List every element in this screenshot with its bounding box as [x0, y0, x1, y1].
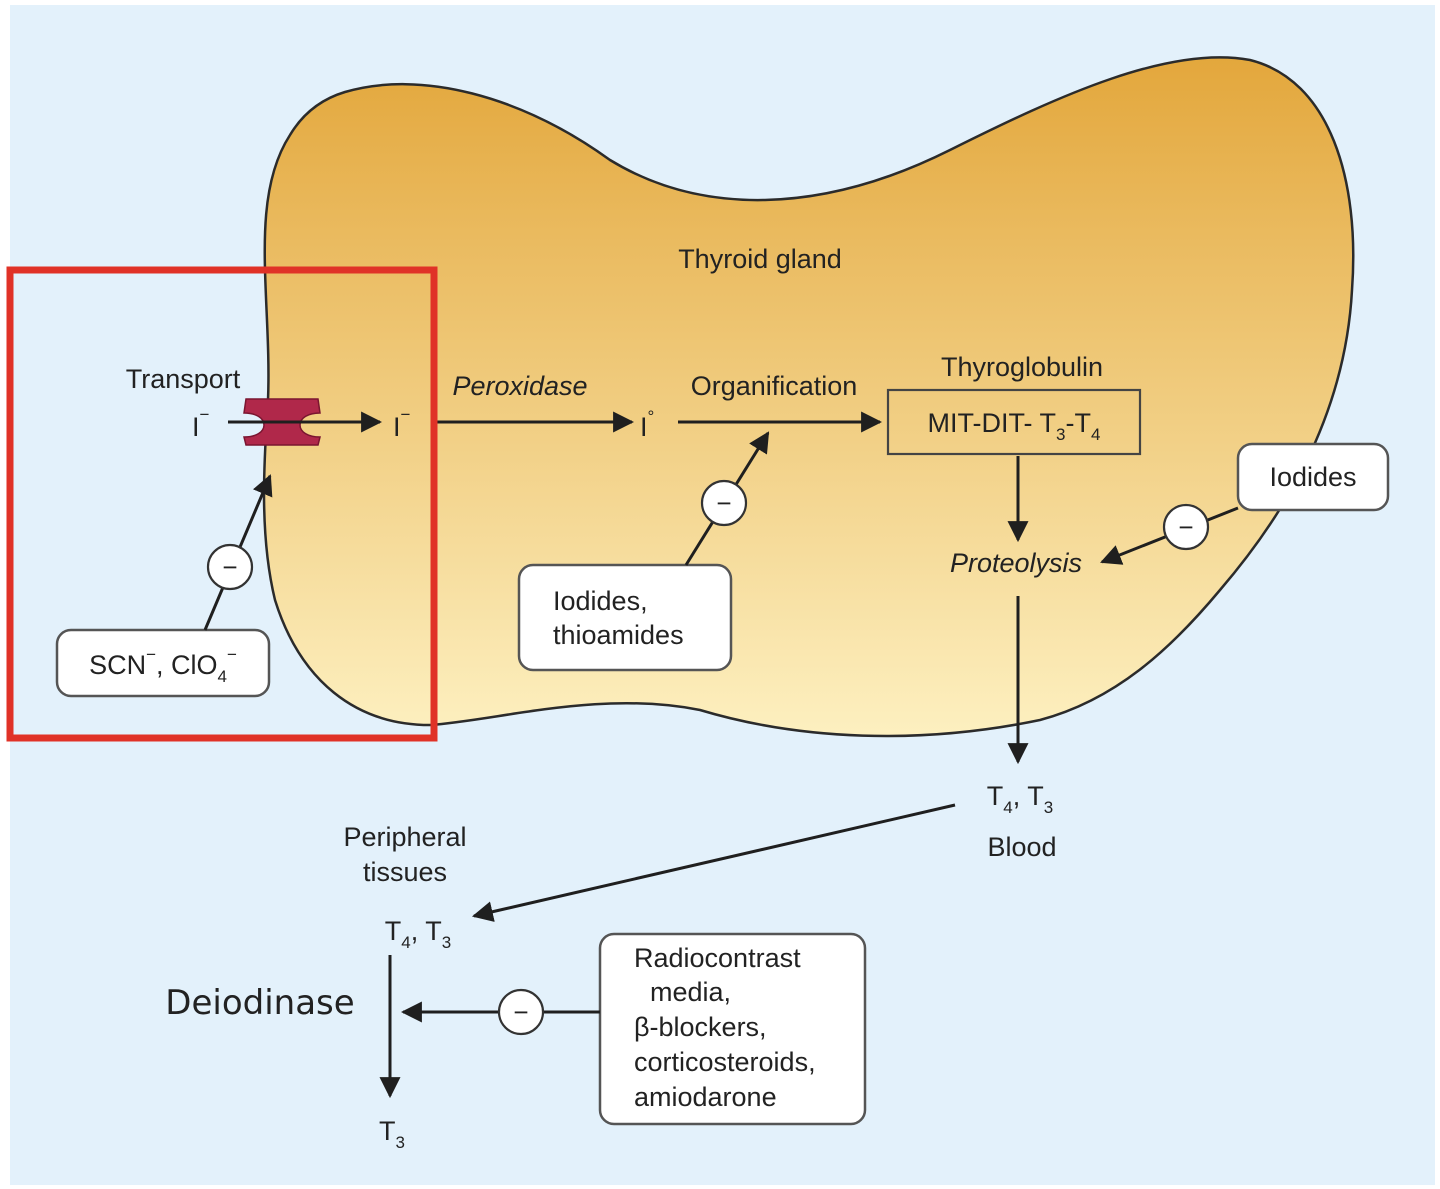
svg-text:−: − — [222, 552, 237, 582]
transport-label: Transport — [126, 364, 241, 394]
iodides-thioamides-line2: thioamides — [553, 620, 684, 650]
peroxidase-label: Peroxidase — [452, 371, 587, 401]
scn-clo4-box — [55, 628, 271, 698]
svg-text:−: − — [1178, 512, 1193, 542]
gland-label: Thyroid gland — [678, 244, 842, 274]
svg-text:−: − — [513, 997, 528, 1027]
radio-line2: media, — [650, 977, 731, 1007]
radio-line3: β-blockers, — [634, 1012, 767, 1042]
peripheral-label-line2: tissues — [363, 857, 447, 887]
thyroglobulin-content: MIT-DIT- T3-T4 — [928, 408, 1101, 444]
blood-label: Blood — [987, 832, 1056, 862]
svg-text:−: − — [716, 488, 731, 518]
iodide-outside: I− — [192, 405, 210, 442]
radio-line1: Radiocontrast — [634, 943, 801, 973]
iodides-thioamides-box — [517, 563, 733, 672]
iodides-box — [1236, 442, 1390, 512]
iodine-label: I° — [640, 407, 654, 442]
inhibit-icon-proteolysis: − — [1162, 503, 1210, 551]
radiocontrast-box — [598, 932, 867, 1126]
organification-label: Organification — [691, 371, 858, 401]
thyroglobulin-box — [886, 388, 1142, 456]
radio-line5: amiodarone — [634, 1082, 777, 1112]
iodides-thioamides-line1: Iodides, — [553, 586, 648, 616]
to-peripheral-arrow — [471, 803, 956, 922]
thyroglobulin-label: Thyroglobulin — [941, 352, 1103, 382]
radio-line4: corticosteroids, — [634, 1047, 816, 1077]
inhibit-icon-organification: − — [700, 479, 748, 527]
transport-highlight-box — [6, 266, 438, 742]
peripheral-hormones-label: T4, T3 — [385, 916, 451, 952]
inhibit-icon-transport: − — [206, 543, 254, 591]
inhibit-icon-deiodinase: − — [497, 988, 545, 1036]
iodide-inside: I− — [393, 405, 411, 442]
iodides-label: Iodides — [1269, 462, 1356, 492]
scn-clo4-label: SCN−, ClO4− — [89, 645, 237, 686]
t3-label: T3 — [379, 1116, 405, 1152]
deiodinase-label: Deiodinase — [165, 983, 354, 1023]
blood-hormones-label: T4, T3 — [987, 781, 1053, 817]
proteolysis-label: Proteolysis — [950, 548, 1082, 578]
peripheral-label-line1: Peripheral — [343, 822, 466, 852]
